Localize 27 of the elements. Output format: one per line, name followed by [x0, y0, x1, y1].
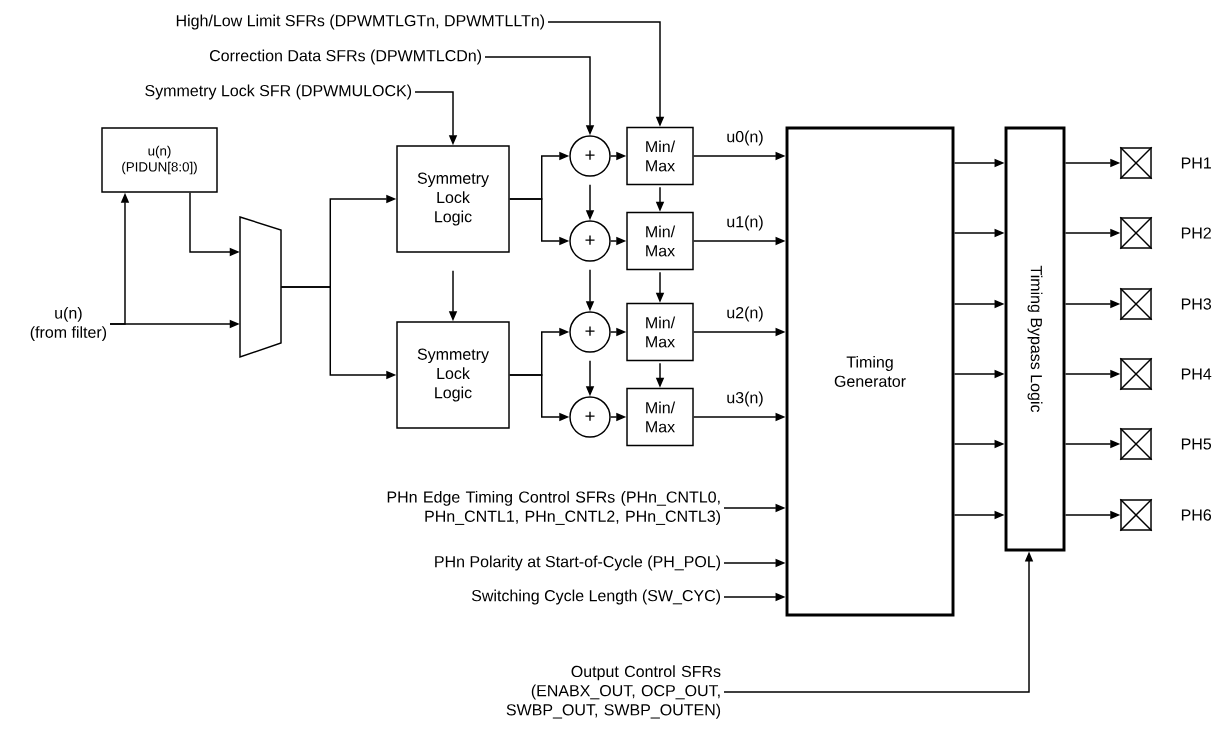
signal-label: PHn Edge Timing Control SFRs (PHn_CNTL0, PHn_CNTL1, PHn_CNTL2, PHn_CNTL3)	[387, 490, 720, 526]
signal-label: Symmetry Lock SFR (DPWMULOCK)	[145, 84, 412, 100]
edge-label: u2(n)	[725, 305, 765, 323]
edge-label: u3(n)	[725, 390, 765, 408]
bypass-logic-box: Timing Bypass Logic	[1004, 126, 1066, 552]
register-box: u(n) (PIDUN[8:0])	[101, 127, 218, 193]
signal-label: Output Control SFRs (ENABX_OUT, OCP_OUT, SWBP_OUT, SWBP_OUTEN)	[506, 665, 721, 719]
signal-label: PHn Polarity at Start-of-Cycle (PH_POL)	[435, 555, 721, 571]
pad-label: PH2	[1181, 227, 1211, 239]
pad-label: PH5	[1181, 438, 1212, 450]
signal-label: Switching Cycle Length (SW_CYC)	[471, 589, 721, 605]
min-max-box: Min/ Max	[626, 302, 694, 362]
edge-label: u0(n)	[725, 129, 765, 147]
pad-label: PH3	[1181, 298, 1212, 310]
timing-generator-box: Timing Generator	[785, 126, 955, 617]
edge-label: u1(n)	[725, 214, 765, 232]
logic-box: Symmetry Lock Logic	[396, 145, 510, 253]
pad-label: PH4	[1181, 368, 1212, 380]
min-max-box: Min/ Max	[626, 387, 694, 447]
pad-label: PH6	[1181, 509, 1212, 521]
signal-label: High/Low Limit SFRs (DPWMTLGTn, DPWMTLLTn)	[176, 14, 545, 30]
min-max-box: Min/ Max	[626, 126, 694, 186]
signal-label: u(n) (from filter)	[30, 306, 107, 342]
signal-label: Correction Data SFRs (DPWMTLCDn)	[209, 49, 482, 65]
logic-box: Symmetry Lock Logic	[396, 321, 510, 429]
pad-label: PH1	[1181, 157, 1211, 169]
min-max-box: Min/ Max	[626, 211, 694, 271]
